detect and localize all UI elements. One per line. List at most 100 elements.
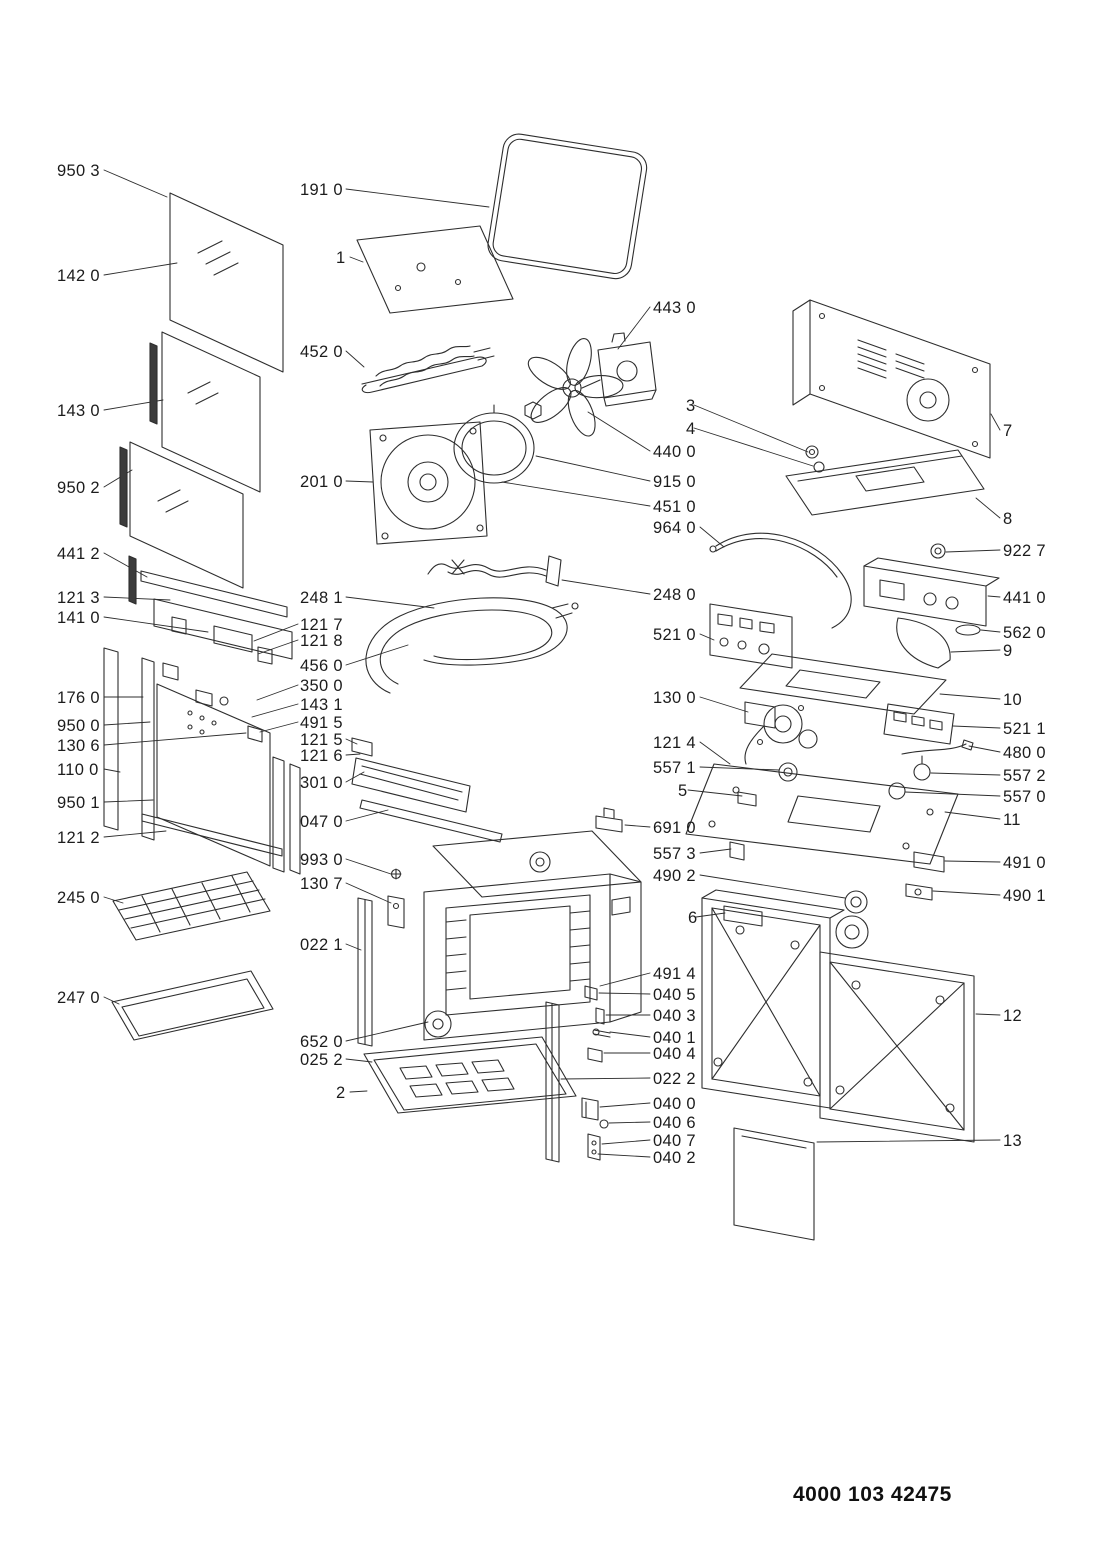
part-label-176-0: 176 0 [57, 689, 100, 707]
item-number-9: 9 [1003, 642, 1013, 660]
part-label-443-0: 443 0 [653, 299, 696, 317]
item-number-12: 12 [1003, 1007, 1022, 1025]
part-label-022-1: 022 1 [300, 936, 343, 954]
door-frame-assembly-drawing [103, 570, 301, 875]
lower-heating-element-drawing [365, 597, 579, 694]
part-label-121-5: 121 5 [300, 731, 343, 749]
item-number-6: 6 [688, 909, 698, 927]
top-cover-panel-drawing [685, 763, 959, 865]
part-label-491-0: 491 0 [1003, 854, 1046, 872]
power-board-drawing [709, 603, 793, 669]
part-label-040-4: 040 4 [653, 1045, 696, 1063]
part-label-143-1: 143 1 [300, 696, 343, 714]
baking-tray-drawing [111, 970, 274, 1041]
part-label-915-0: 915 0 [653, 473, 696, 491]
part-label-350-0: 350 0 [300, 677, 343, 695]
item-number-10: 10 [1003, 691, 1022, 709]
part-label-191-0: 191 0 [300, 181, 343, 199]
part-label-491-5: 491 5 [300, 714, 343, 732]
fan-shroud-drawing [369, 421, 488, 545]
oven-cavity-drawing [423, 830, 642, 1041]
fan-blade-drawing [527, 338, 624, 437]
control-unit-drawing [863, 543, 1000, 669]
door-gasket-drawing [487, 133, 648, 280]
access-panel-drawing [733, 1127, 815, 1241]
part-label-452-0: 452 0 [300, 343, 343, 361]
item-number-13: 13 [1003, 1132, 1022, 1150]
part-label-521-0: 521 0 [653, 626, 696, 644]
wire-rack-drawing [112, 871, 271, 941]
part-label-451-0: 451 0 [653, 498, 696, 516]
top-panel-drawing [356, 225, 514, 314]
part-label-441-0: 441 0 [1003, 589, 1046, 607]
part-label-456-0: 456 0 [300, 657, 343, 675]
part-label-248-1: 248 1 [300, 589, 343, 607]
part-label-521-1: 521 1 [1003, 720, 1046, 738]
part-label-950-1: 950 1 [57, 794, 100, 812]
side-strip-left-drawing [357, 897, 373, 1047]
part-label-480-0: 480 0 [1003, 744, 1046, 762]
sensor-wire-drawing [901, 739, 974, 755]
ring-element-drawing [453, 401, 542, 484]
small-fasteners-drawing [805, 445, 825, 473]
top-cover-drawing [785, 449, 985, 516]
temperature-probe-drawing [427, 555, 562, 587]
hinge-parts-drawing [581, 985, 611, 1161]
part-label-121-6: 121 6 [300, 747, 343, 765]
thermostat-parts-drawing [595, 755, 931, 927]
part-label-121-8: 121 8 [300, 632, 343, 650]
document-number: 4000 103 42475 [793, 1483, 952, 1506]
back-panel-drawing [792, 299, 991, 459]
part-label-201-0: 201 0 [300, 473, 343, 491]
part-label-562-0: 562 0 [1003, 624, 1046, 642]
part-label-440-0: 440 0 [653, 443, 696, 461]
leader-lines [103, 169, 1001, 1158]
part-label-441-2: 441 2 [57, 545, 100, 563]
part-label-040-3: 040 3 [653, 1007, 696, 1025]
item-number-7: 7 [1003, 422, 1013, 440]
part-label-964-0: 964 0 [653, 519, 696, 537]
outer-cabinet-drawing [701, 889, 975, 1143]
part-label-301-0: 301 0 [300, 774, 343, 792]
part-label-557-0: 557 0 [1003, 788, 1046, 806]
part-label-490-1: 490 1 [1003, 887, 1046, 905]
door-glass-panels-drawing [119, 192, 284, 605]
part-label-040-7: 040 7 [653, 1132, 696, 1150]
part-label-557-2: 557 2 [1003, 767, 1046, 785]
part-label-652-0: 652 0 [300, 1033, 343, 1051]
screw-and-bracket-drawing [387, 868, 405, 929]
part-label-691-0: 691 0 [653, 819, 696, 837]
part-label-557-1: 557 1 [653, 759, 696, 777]
item-number-3: 3 [686, 397, 696, 415]
part-label-040-6: 040 6 [653, 1114, 696, 1132]
item-number-1: 1 [336, 249, 346, 267]
part-label-121-2: 121 2 [57, 829, 100, 847]
part-label-110-0: 110 0 [57, 761, 99, 779]
rear-brackets-drawing [835, 851, 945, 949]
part-label-047-0: 047 0 [300, 813, 343, 831]
part-label-130-7: 130 7 [300, 875, 343, 893]
part-label-040-2: 040 2 [653, 1149, 696, 1167]
item-number-4: 4 [686, 420, 696, 438]
part-label-130-0: 130 0 [653, 689, 696, 707]
part-label-121-3: 121 3 [57, 589, 100, 607]
part-label-491-4: 491 4 [653, 965, 696, 983]
part-label-950-2: 950 2 [57, 479, 100, 497]
tube-drawing [709, 532, 852, 629]
part-label-130-6: 130 6 [57, 737, 100, 755]
part-label-950-3: 950 3 [57, 162, 100, 180]
part-label-121-7: 121 7 [300, 616, 343, 634]
part-label-022-2: 022 2 [653, 1070, 696, 1088]
part-label-141-0: 141 0 [57, 609, 100, 627]
relay-board-drawing [883, 703, 955, 745]
pump-motor-drawing [744, 701, 818, 765]
part-label-248-0: 248 0 [653, 586, 696, 604]
grill-element-drawing [361, 345, 495, 394]
part-label-245-0: 245 0 [57, 889, 100, 907]
part-label-557-3: 557 3 [653, 845, 696, 863]
part-label-040-5: 040 5 [653, 986, 696, 1004]
part-label-993-0: 993 0 [300, 851, 343, 869]
part-label-040-1: 040 1 [653, 1029, 696, 1047]
